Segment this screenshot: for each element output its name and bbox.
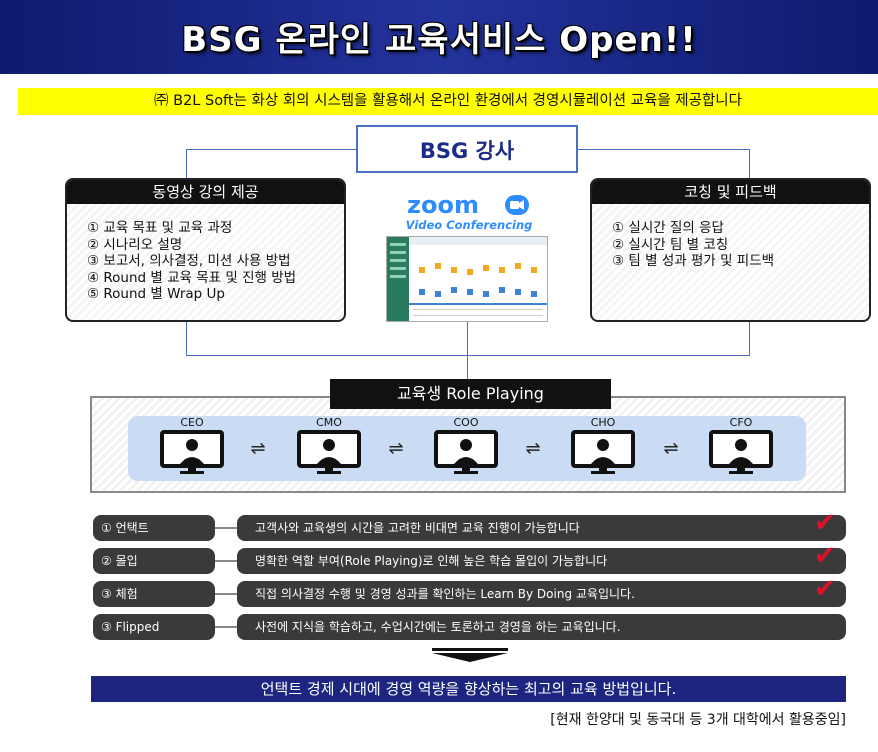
list-item: ② 시나리오 설명: [87, 236, 183, 253]
role-cho: CHO: [571, 416, 635, 480]
footnote: [현재 한양대 및 동국대 등 3개 대학에서 활용중임]: [550, 712, 846, 728]
roleplay-title: 교육생 Role Playing: [330, 379, 611, 409]
benefit-connector: [215, 593, 237, 595]
summary-banner: 언택트 경제 시대에 경영 역량을 향상하는 최고의 교육 방법입니다.: [91, 676, 846, 702]
exchange-icon: ⇌: [663, 438, 679, 459]
coaching-card: 코칭 및 피드백 ① 실시간 질의 응답 ② 실시간 팀 별 코칭 ③ 팀 별 …: [590, 178, 871, 322]
video-lecture-title: 동영상 강의 제공: [67, 180, 344, 204]
zoom-screenshot: [386, 236, 548, 322]
page-title: BSG 온라인 교육서비스 Open!!: [181, 20, 697, 60]
monitor-user-icon: [571, 430, 635, 474]
benefit-connector: [215, 626, 237, 628]
list-item: ③ 보고서, 의사결정, 미션 사용 방법: [87, 253, 291, 269]
monitor-user-icon: [434, 430, 498, 474]
header-banner: [0, 0, 878, 74]
connector-line: [578, 149, 750, 150]
connector-line: [186, 149, 356, 150]
benefit-tag: ③ 체험: [93, 581, 215, 607]
role-cmo: CMO: [297, 416, 361, 480]
connector-line: [749, 321, 750, 356]
benefit-connector: [215, 527, 237, 529]
check-icon: ✔: [814, 508, 836, 538]
role-cfo: CFO: [709, 416, 773, 480]
coaching-title: 코칭 및 피드백: [592, 180, 869, 204]
connector-line: [186, 149, 187, 179]
zoom-logo-text: zoom: [407, 192, 479, 218]
role-label: CHO: [590, 416, 616, 429]
role-label: CFO: [729, 416, 753, 429]
benefit-tag: ① 언택트: [93, 515, 215, 541]
role-coo: COO: [434, 416, 498, 480]
benefit-text: 직접 의사결정 수행 및 경영 성과를 확인하는 Learn By Doing …: [237, 581, 846, 607]
check-icon: ✔: [814, 574, 836, 604]
monitor-user-icon: [709, 430, 773, 474]
connector-line: [749, 149, 750, 179]
zoom-subtitle: Video Conferencing: [405, 218, 533, 232]
list-item: ① 교육 목표 및 교육 과정: [87, 220, 233, 236]
monitor-user-icon: [297, 430, 361, 474]
benefit-tag: ② 몰입: [93, 548, 215, 574]
coaching-list: ① 실시간 질의 응답 ② 실시간 팀 별 코칭 ③ 팀 별 성과 평가 및 피…: [592, 204, 869, 270]
benefit-text: 명확한 역할 부여(Role Playing)로 인해 높은 학습 몰입이 가능…: [237, 548, 846, 574]
benefit-text: 고객사와 교육생의 시간을 고려한 비대면 교육 진행이 가능합니다: [237, 515, 846, 541]
monitor-user-icon: [160, 430, 224, 474]
benefit-connector: [215, 560, 237, 562]
list-item: ② 실시간 팀 별 코칭: [612, 236, 729, 253]
connector-line: [467, 321, 468, 379]
video-lecture-card: 동영상 강의 제공 ① 교육 목표 및 교육 과정 ② 시나리오 설명 ③ 보고…: [65, 178, 346, 322]
list-item: ④ Round 별 교육 목표 및 진행 방법: [87, 269, 297, 286]
list-item: ⑤ Round 별 Wrap Up: [87, 286, 225, 302]
down-arrow-icon: [432, 648, 508, 662]
lecturer-box: BSG 강사: [356, 125, 578, 173]
check-icon: ✔: [814, 541, 836, 571]
intro-text: ㈜ B2L Soft는 화상 회의 시스템을 활용해서 온라인 환경에서 경영시…: [18, 88, 878, 115]
exchange-icon: ⇌: [250, 438, 266, 459]
benefit-tag: ③ Flipped Leanring: [93, 614, 215, 660]
connector-line: [186, 355, 750, 356]
exchange-icon: ⇌: [388, 438, 404, 459]
list-item: ① 실시간 질의 응답: [612, 220, 724, 236]
zoom-logo: zoom: [407, 192, 529, 218]
list-item: ③ 팀 별 성과 평가 및 피드백: [612, 253, 775, 269]
role-label: CEO: [180, 416, 204, 429]
role-label: COO: [453, 416, 479, 429]
benefit-text: 사전에 지식을 학습하고, 수업시간에는 토론하고 경영을 하는 교육입니다.: [237, 614, 846, 640]
role-label: CMO: [316, 416, 342, 429]
role-ceo: CEO: [160, 416, 224, 480]
connector-line: [186, 321, 187, 356]
exchange-icon: ⇌: [525, 438, 541, 459]
video-lecture-list: ① 교육 목표 및 교육 과정 ② 시나리오 설명 ③ 보고서, 의사결정, 미…: [67, 204, 344, 303]
